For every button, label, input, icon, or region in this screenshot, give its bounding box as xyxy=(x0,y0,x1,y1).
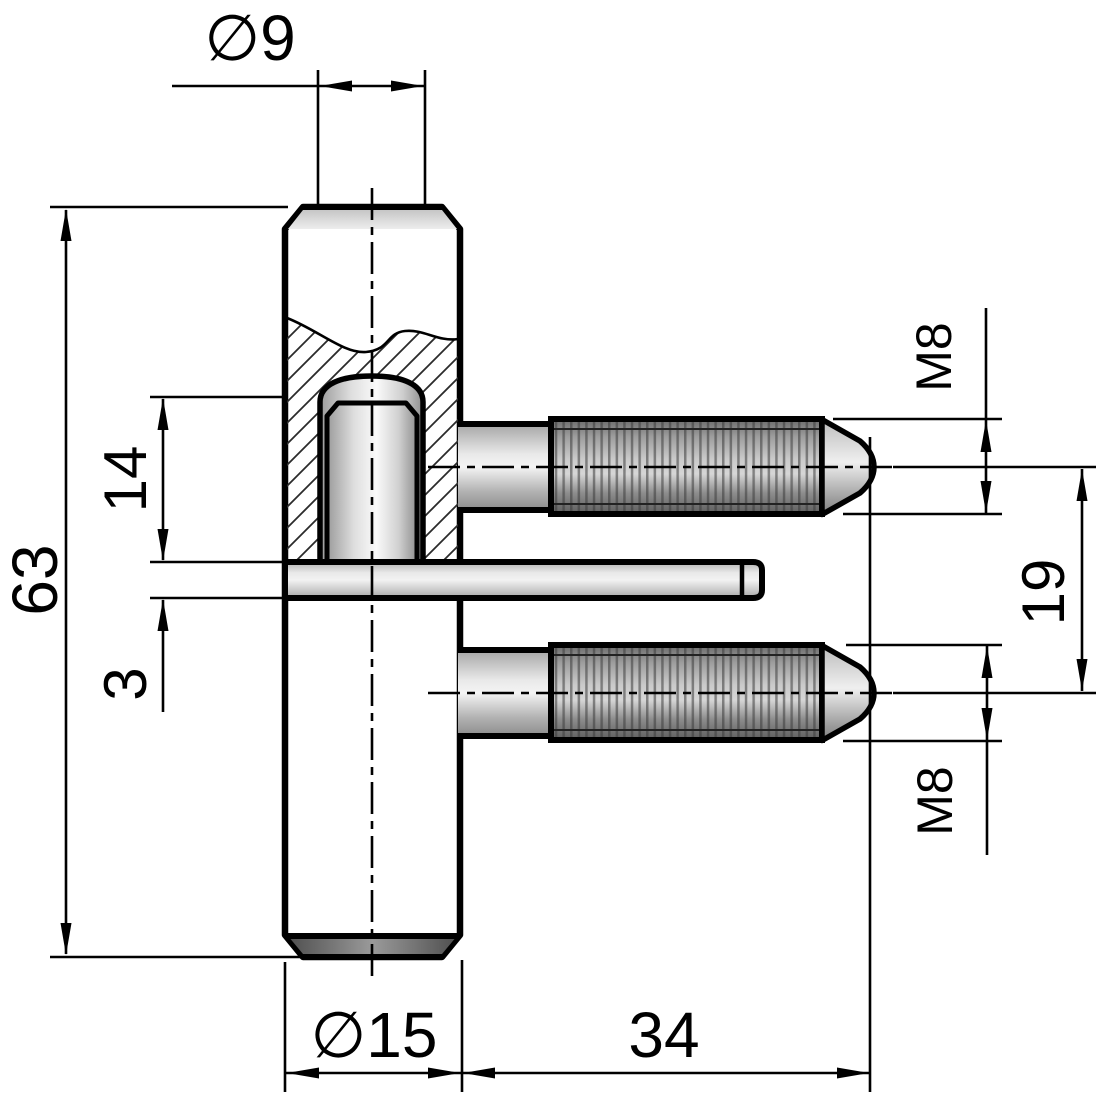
arrowhead xyxy=(391,80,423,92)
dim-pin-diameter: ∅9 xyxy=(172,2,427,204)
arrowhead xyxy=(981,708,993,740)
dim-plate-thickness: 3 xyxy=(92,560,283,712)
dim-label-thread-lower: M8 xyxy=(907,766,963,835)
arrowhead xyxy=(157,398,169,430)
lower-screw xyxy=(428,642,898,744)
dim-thread-lower: M8 xyxy=(843,643,1002,855)
arrowhead xyxy=(287,1067,319,1079)
dim-screw-length: 34 xyxy=(463,437,872,1092)
arrowhead xyxy=(428,1067,460,1079)
dim-body-height: 63 xyxy=(0,205,308,959)
dim-label-screw-distance: 19 xyxy=(1010,559,1077,626)
arrowhead xyxy=(1076,469,1088,501)
body-silhouette xyxy=(281,203,464,961)
dim-label-thread-upper: M8 xyxy=(906,322,962,391)
arrowhead xyxy=(157,599,169,631)
arrowhead xyxy=(60,923,72,955)
arrowhead xyxy=(981,646,993,678)
upper-screw xyxy=(428,416,898,518)
arrowhead xyxy=(837,1067,869,1079)
arrowhead xyxy=(320,80,352,92)
dim-label-pin-height: 14 xyxy=(92,446,159,513)
arrowhead xyxy=(157,529,169,561)
dim-pin-height: 14 xyxy=(92,395,287,561)
dim-screw-distance: 19 xyxy=(893,465,1096,695)
plate-outline xyxy=(282,559,765,601)
mounting-plate xyxy=(282,559,765,601)
dim-label-screw-length: 34 xyxy=(628,999,699,1071)
dim-label-pin-diameter: ∅9 xyxy=(204,2,295,74)
break-line xyxy=(286,316,459,354)
dim-body-diameter: ∅15 xyxy=(283,960,464,1092)
dim-label-body-height: 63 xyxy=(0,544,71,615)
pin-outline xyxy=(324,400,420,563)
dim-label-body-diameter: ∅15 xyxy=(311,999,438,1071)
arrowhead xyxy=(980,420,992,452)
dim-label-plate-thickness: 3 xyxy=(92,667,159,700)
arrowhead xyxy=(60,209,72,241)
dim-thread-upper: M8 xyxy=(833,308,1002,516)
arrowhead xyxy=(980,481,992,513)
arrowhead xyxy=(463,1067,495,1079)
arrowhead xyxy=(1076,659,1088,691)
